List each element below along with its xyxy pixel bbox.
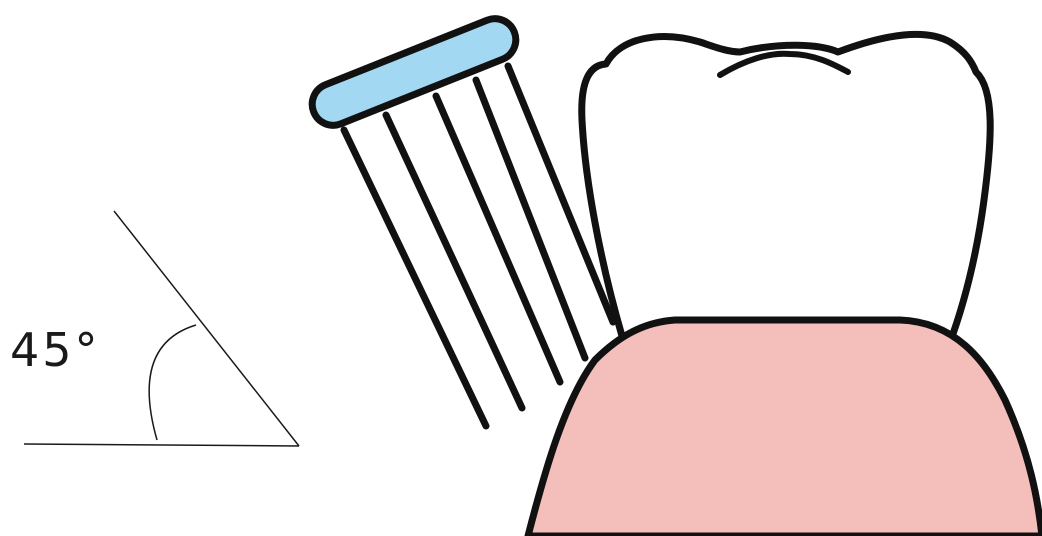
gum-icon: [524, 316, 1042, 536]
angle-arc: [148, 324, 197, 441]
toothbrush-head: [308, 15, 520, 129]
bristle: [504, 62, 617, 326]
angle-indicator: [23, 210, 300, 447]
toothbrush-icon: [308, 15, 520, 129]
bristle: [432, 92, 564, 386]
bristle: [340, 126, 490, 430]
bristle: [382, 111, 526, 412]
tooth-icon: [578, 30, 994, 349]
tooth-groove: [717, 50, 851, 78]
bristle: [472, 76, 589, 362]
angle-base-line: [23, 443, 300, 447]
angle-diagonal-line: [113, 210, 300, 447]
angle-label: 45°: [10, 323, 101, 377]
toothbrush-bristles: [340, 62, 617, 430]
